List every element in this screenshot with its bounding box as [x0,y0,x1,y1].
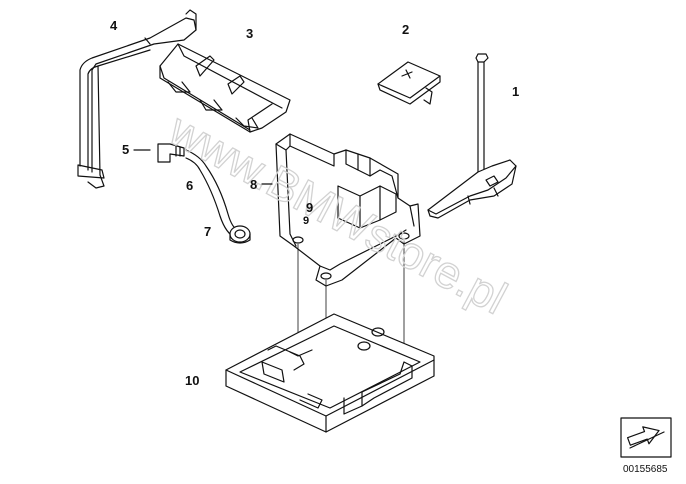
part-7-grommet[interactable] [229,225,251,244]
part-5-elbow-fitting[interactable] [157,143,185,163]
part-3-cover[interactable] [159,43,291,133]
part-label-7: 7 [204,224,211,239]
part-label-4: 4 [110,18,118,33]
part-1-hold-down-bracket[interactable] [427,53,517,219]
reference-number: 00155685 [623,464,668,475]
part-label-1: 1 [512,84,519,99]
part-labels: 1 2 3 4 5 6 7 8 9 9 10 [110,18,519,388]
part-4-bracket-rod[interactable] [77,9,197,189]
part-label-2: 2 [402,22,409,37]
part-label-8: 8 [250,177,257,192]
reference-icon-box: 00155685 [620,417,672,475]
part-10-battery-tray[interactable] [225,313,435,433]
part-label-10: 10 [185,373,199,388]
part-label-3: 3 [246,26,253,41]
part-8-battery-holder[interactable] [275,133,421,287]
part-label-6: 6 [186,178,193,193]
part-2-clip[interactable] [377,61,441,105]
part-label-9: 9 [306,200,313,215]
part-6-hose[interactable] [185,149,239,239]
leader-lines [133,149,273,185]
watermark: www.BMWstore.pl [160,102,515,324]
part-label-5: 5 [122,142,129,157]
part-label-9-secondary: 9 [303,215,309,227]
